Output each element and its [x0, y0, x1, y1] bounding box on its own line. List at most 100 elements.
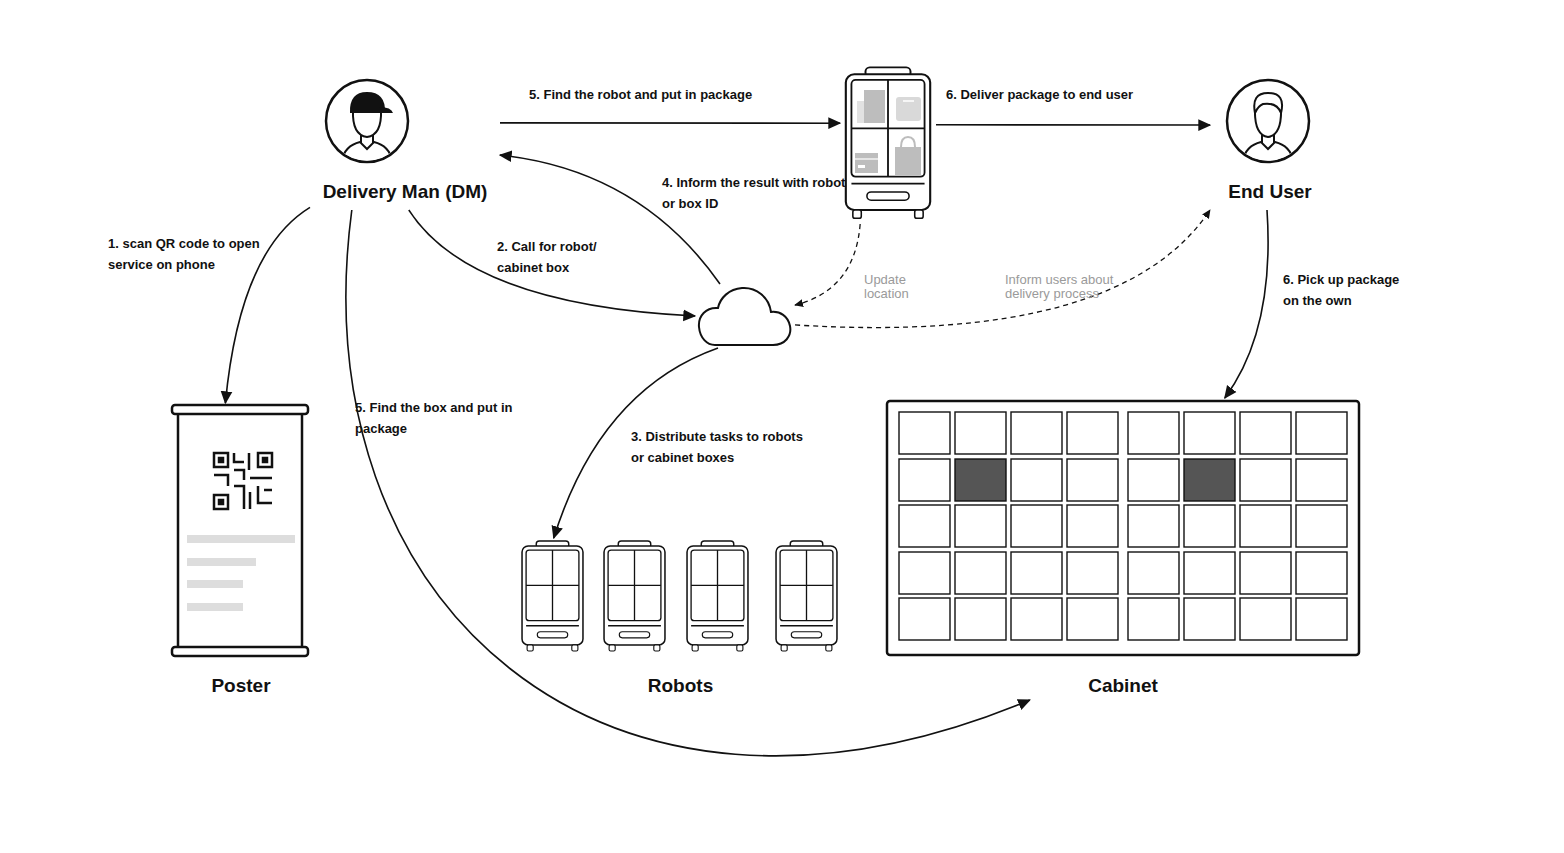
cabinet-cell — [1184, 505, 1235, 547]
robot-fleet — [776, 541, 837, 651]
delivery-robot-loaded — [846, 67, 930, 218]
qr-code — [214, 453, 228, 467]
cabinet-illustration — [887, 401, 1359, 655]
delivery-robot-loaded — [846, 67, 930, 218]
flow-arrow — [1225, 210, 1268, 398]
poster-illustration — [187, 558, 256, 566]
edge-label: 2. Call for robot/ cabinet box — [497, 236, 629, 278]
robot-fleet — [522, 541, 837, 651]
edge-label: 6. Deliver package to end user — [946, 84, 1133, 105]
qr-code — [214, 495, 228, 509]
cabinet-cell — [1240, 505, 1291, 547]
poster-illustration — [187, 535, 295, 543]
robot-fleet — [687, 541, 748, 651]
poster-node: Poster — [170, 403, 312, 700]
cabinet-cell — [1067, 412, 1118, 454]
delivery-robot-loaded — [903, 100, 914, 102]
edge-label: 3. Distribute tasks to robots or cabinet… — [631, 426, 803, 468]
poster-illustration — [178, 412, 302, 650]
actor-node: Delivery Man (DM) — [310, 76, 500, 210]
node-label: End User — [1228, 180, 1311, 204]
delivery-robot-loaded — [864, 90, 885, 123]
cabinet-cell — [1296, 598, 1347, 640]
robot-node — [840, 64, 936, 224]
cabinet-cell — [1296, 412, 1347, 454]
cabinet-cell — [1184, 598, 1235, 640]
end-user-icon — [1242, 142, 1294, 165]
end-user-icon — [1242, 134, 1294, 165]
cabinet-cell — [899, 552, 950, 594]
poster-illustration — [172, 647, 308, 656]
cloud-icon — [699, 288, 790, 345]
delivery-man-icon — [353, 110, 381, 137]
cabinet-cell — [1240, 598, 1291, 640]
actor-node: End User — [1210, 76, 1330, 210]
cabinet-cell — [1128, 412, 1179, 454]
flow-arrow — [346, 210, 1030, 756]
delivery-man-icon — [341, 142, 393, 165]
end-user-icon — [1254, 93, 1282, 113]
node-label: Cabinet — [1088, 674, 1158, 698]
flow-arrow — [936, 124, 1210, 126]
dashed-arrow — [795, 210, 1210, 328]
cabinet-cell — [1128, 505, 1179, 547]
cabinet-cell — [1240, 412, 1291, 454]
cabinet-cell — [1011, 459, 1062, 501]
cabinet-cell — [1011, 412, 1062, 454]
qr-code — [214, 453, 272, 509]
cloud-icon — [699, 288, 790, 345]
poster-illustration — [187, 580, 243, 588]
robots-node: Robots — [518, 538, 843, 700]
cabinet-cell — [1240, 459, 1291, 501]
occupied-cell — [955, 459, 1006, 501]
cabinet-cell — [899, 505, 950, 547]
poster-illustration — [187, 603, 243, 611]
cabinet-cell — [1067, 505, 1118, 547]
delivery-robot-loaded — [901, 137, 915, 147]
delivery-robot-loaded — [855, 158, 878, 159]
cabinet-cell — [1067, 459, 1118, 501]
cabinet-cell — [1011, 505, 1062, 547]
edge-label: 4. Inform the result with robot or box I… — [662, 172, 847, 214]
delivery-robot-loaded — [896, 97, 921, 121]
delivery-man-icon — [326, 80, 408, 165]
dashed-arrow — [795, 224, 860, 305]
cabinet-cell — [955, 598, 1006, 640]
cabinet-cell — [1240, 552, 1291, 594]
edge-label: 5. Find the box and put in package — [355, 397, 551, 439]
cabinet-cell — [1296, 505, 1347, 547]
delivery-robot-loaded — [895, 147, 921, 175]
edge-label: Inform users about delivery process — [1005, 273, 1137, 301]
cabinet-cell — [1067, 598, 1118, 640]
cabinet-cell — [1128, 552, 1179, 594]
cabinet-cell — [899, 598, 950, 640]
end-user-icon — [1227, 80, 1309, 165]
edge-label: Update location — [864, 273, 930, 301]
robot-fleet — [604, 541, 665, 651]
delivery-man-icon — [341, 134, 393, 165]
qr-code — [219, 500, 223, 504]
qr-code — [214, 453, 272, 509]
cabinet-cell — [1296, 552, 1347, 594]
end-user-icon — [1255, 108, 1281, 137]
qr-code — [263, 458, 267, 462]
cabinet-cell — [1128, 459, 1179, 501]
node-label: Delivery Man (DM) — [323, 180, 488, 204]
flow-arrow — [500, 122, 840, 124]
cabinet-cell — [1296, 459, 1347, 501]
flow-arrow — [409, 210, 695, 316]
cabinet-cell — [955, 505, 1006, 547]
cabinet-cell — [955, 412, 1006, 454]
cabinet-cell — [899, 459, 950, 501]
cabinet-cell — [955, 552, 1006, 594]
delivery-robot-loaded — [858, 165, 865, 168]
cloud-node — [695, 284, 795, 348]
poster-illustration — [172, 405, 308, 414]
delivery-man-icon — [376, 107, 393, 113]
cabinet-cell — [1128, 598, 1179, 640]
cabinet-cell — [1184, 552, 1235, 594]
cabinet-cell — [1184, 412, 1235, 454]
cabinet-node: Cabinet — [884, 398, 1362, 700]
poster-illustration — [172, 405, 308, 656]
robot-fleet — [522, 541, 583, 651]
